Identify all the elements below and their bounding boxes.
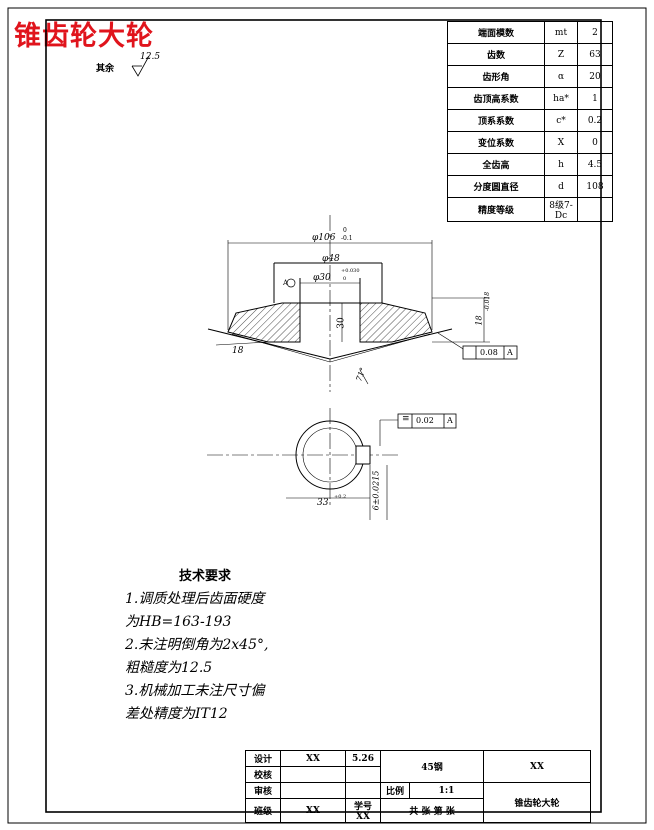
- tb-class-value: XX: [280, 798, 346, 823]
- datum-marker: [286, 278, 296, 288]
- dim-outer-tol-lower: -0.1: [341, 235, 353, 242]
- param-symbol: mt: [544, 21, 578, 44]
- param-value: [577, 197, 613, 222]
- param-symbol: 8级7-Dc: [544, 197, 578, 222]
- tb-id-label: 学号: [353, 802, 372, 812]
- dim-outer-dia: φ106: [312, 233, 336, 243]
- dim-tooth-width: 18: [232, 346, 244, 356]
- dim-bore-tol-upper: +0.030: [341, 268, 360, 274]
- note-line: 2.未注明倒角为2x45°,: [125, 637, 269, 653]
- title-block: 设计 XX 5.26 45钢 XX 校核 审核 比例 1:1 锥齿轮大轮 班级 …: [245, 750, 591, 823]
- dim-hub-dia: φ48: [322, 254, 340, 264]
- tb-material: 45钢: [380, 750, 484, 783]
- param-value: 20: [577, 65, 613, 88]
- param-name: 精度等级: [447, 197, 545, 222]
- roughness-value: 12.5: [140, 52, 161, 62]
- dim-hub-length: 30: [336, 317, 347, 329]
- tb-id: 学号XX: [345, 798, 381, 823]
- param-name: 顶系系数: [447, 109, 545, 132]
- dim-outer-tol-upper: 0: [343, 227, 347, 234]
- drawing-title: 锥齿轮大轮: [14, 21, 154, 52]
- dim-lines: [215, 240, 490, 520]
- tb-design-label: 设计: [245, 750, 281, 767]
- param-symbol: α: [544, 65, 578, 88]
- tb-class-label: 班级: [245, 798, 281, 823]
- note-line: 为HB=163-193: [125, 614, 232, 630]
- technical-notes: 技术要求 1.调质处理后齿面硬度 为HB=163-193 2.未注明倒角为2x4…: [125, 565, 268, 726]
- sym-tol: 0.02: [416, 416, 434, 425]
- param-name: 分度圆直径: [447, 175, 545, 198]
- note-line: 粗糙度为12.5: [125, 660, 213, 676]
- tb-scale-value: 1:1: [409, 782, 484, 799]
- param-value: 1: [577, 87, 613, 110]
- tb-review-label: 审核: [245, 782, 281, 799]
- symmetry-frame: [397, 413, 457, 429]
- tb-design-name: XX: [280, 750, 346, 767]
- param-name: 齿数: [447, 43, 545, 66]
- param-value: 0: [577, 131, 613, 154]
- param-name: 齿顶高系数: [447, 87, 545, 110]
- param-symbol: d: [544, 175, 578, 198]
- param-value: 4.5: [577, 153, 613, 176]
- dim-height: 18: [474, 315, 484, 326]
- note-line: 3.机械加工未注尺寸偏: [125, 683, 265, 699]
- param-symbol: c*: [544, 109, 578, 132]
- notes-heading: 技术要求: [179, 569, 232, 584]
- dim-bore-tol-lower: 0: [343, 276, 347, 282]
- runout-datum: A: [507, 348, 513, 357]
- tb-scale-label: 比例: [380, 782, 410, 799]
- dim-keyway-depth: 33: [317, 498, 329, 508]
- param-value: 108: [577, 175, 613, 198]
- runout-frame: [462, 345, 518, 360]
- tb-sheets: 共 张 第 张: [380, 798, 484, 823]
- param-symbol: h: [544, 153, 578, 176]
- param-name: 变位系数: [447, 131, 545, 154]
- tb-part-name: 锥齿轮大轮: [483, 782, 591, 823]
- datum-letter: A: [283, 279, 289, 287]
- symmetry-icon: ≡: [402, 414, 410, 424]
- dim-height-tol: -0.018: [484, 291, 492, 312]
- tb-check-label: 校核: [245, 766, 281, 783]
- tb-id-value: XX: [356, 812, 370, 822]
- dim-keyway-tol: +0.2: [334, 494, 347, 500]
- note-line: 差处精度为IT12: [125, 706, 228, 722]
- outer-border: [7, 7, 647, 824]
- param-value: 0.2: [577, 109, 613, 132]
- end-view: [295, 420, 371, 490]
- param-name: 全齿高: [447, 153, 545, 176]
- note-line: 1.调质处理后齿面硬度: [125, 591, 265, 607]
- roughness-symbol: [131, 55, 150, 77]
- param-symbol: X: [544, 131, 578, 154]
- dim-key-width: 6±0.0215: [371, 470, 381, 511]
- tb-school: XX: [483, 750, 591, 783]
- param-value: 2: [577, 21, 613, 44]
- runout-tol: 0.08: [480, 348, 498, 357]
- sym-datum: A: [447, 416, 453, 425]
- roughness-label: 其余: [96, 64, 115, 74]
- param-name: 端面模数: [447, 21, 545, 44]
- param-symbol: ha*: [544, 87, 578, 110]
- param-value: 63: [577, 43, 613, 66]
- param-name: 齿形角: [447, 65, 545, 88]
- tb-design-date: 5.26: [345, 750, 381, 767]
- param-symbol: Z: [544, 43, 578, 66]
- dim-bore-dia: φ30: [313, 273, 331, 283]
